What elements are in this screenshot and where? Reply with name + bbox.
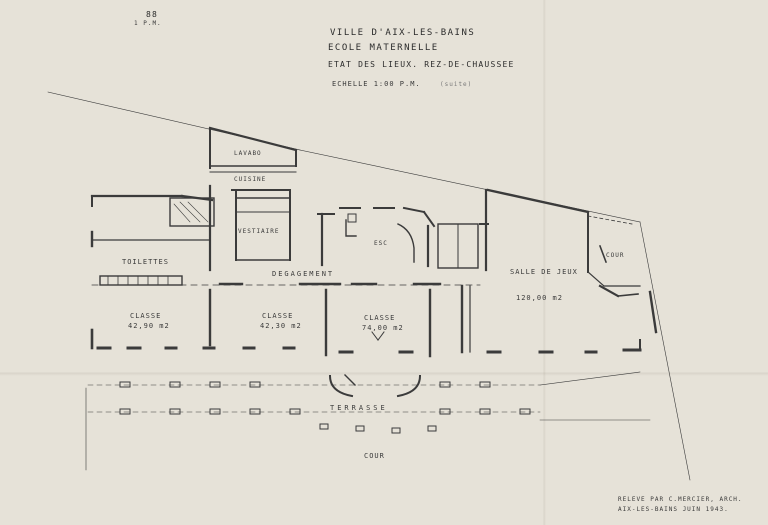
label-lavabo: LAVABO — [234, 150, 262, 157]
area-classe-3: 74,00 m2 — [362, 324, 404, 332]
area-classe-2: 42,30 m2 — [260, 322, 302, 330]
label-cour-side: COUR — [606, 252, 625, 259]
title-line-2: ECOLE MATERNELLE — [328, 43, 439, 53]
label-degagement: DEGAGEMENT — [272, 270, 335, 278]
scale-note: (suite) — [440, 81, 473, 88]
label-toilettes: TOILETTES — [122, 258, 169, 266]
label-classe-1: CLASSE — [130, 312, 162, 320]
label-salle-de-jeux: SALLE DE JEUX — [510, 268, 578, 276]
footer-line-2: AIX-LES-BAINS JUIN 1943. — [618, 506, 729, 513]
area-salle-de-jeux: 120,00 m2 — [516, 294, 563, 302]
label-cour: COUR — [364, 452, 385, 460]
label-terrasse: TERRASSE — [330, 404, 388, 412]
title-line-3: ETAT DES LIEUX. REZ-DE-CHAUSSEE — [328, 60, 515, 69]
scale-label: ECHELLE 1:00 P.M. — [332, 80, 421, 88]
corner-sub: 1 P.M. — [134, 20, 162, 27]
corner-code: 88 — [146, 10, 159, 19]
label-classe-3: CLASSE — [364, 314, 396, 322]
footer-line-1: RELEVE PAR C.MERCIER, ARCH. — [618, 496, 743, 503]
area-classe-1: 42,90 m2 — [128, 322, 170, 330]
label-cuisine: CUISINE — [234, 176, 267, 183]
label-escalier: ESC — [374, 240, 388, 247]
title-line-1: VILLE D'AIX-LES-BAINS — [330, 28, 476, 38]
label-classe-2: CLASSE — [262, 312, 294, 320]
label-vestiaire: VESTIAIRE — [238, 228, 280, 235]
